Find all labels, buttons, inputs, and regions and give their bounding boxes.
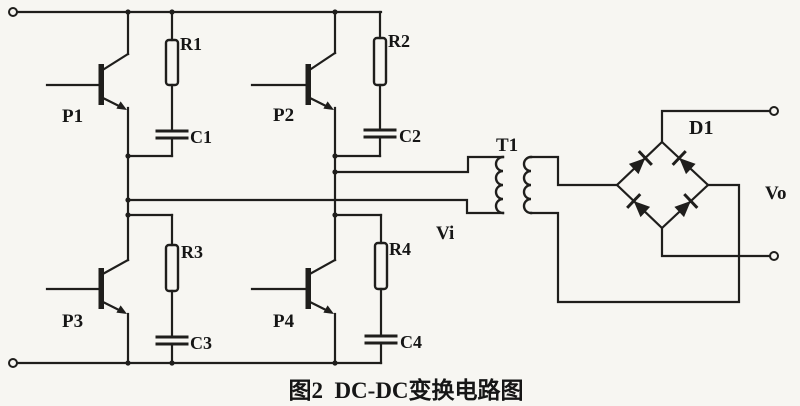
p2-collector [306, 51, 337, 73]
r2-label: R2 [388, 31, 410, 51]
input-terminal-top [8, 7, 18, 17]
output-wire-top [660, 106, 779, 144]
transistor-p2: P2 [250, 51, 337, 126]
p3-label: P3 [62, 311, 83, 332]
transistor-p1: P1 [45, 52, 130, 127]
p3-emitter-arrow [116, 305, 127, 314]
secondary-wire-upper [529, 155, 619, 187]
t1-primary-winding [494, 155, 505, 215]
diode-lower-right [674, 193, 699, 218]
figure-caption: 图2 DC-DC变换电路图 [288, 377, 523, 403]
output-voltage-label: Vo [765, 183, 786, 204]
resistor-r2 [372, 36, 388, 87]
r4-label: R4 [389, 239, 411, 259]
p4-collector [306, 258, 337, 277]
p4-emitter-arrow [323, 305, 334, 314]
p1-collector [99, 52, 130, 73]
primary-wire-upper [333, 155, 505, 174]
bridge-diamond [615, 140, 710, 230]
p4-base-bar [305, 268, 311, 309]
primary-wire-lower [126, 198, 505, 215]
c4-label: C4 [400, 332, 422, 352]
snubber-r2c2: R2 C2 [333, 10, 421, 158]
p2-label: P2 [273, 105, 294, 126]
diode-upper-left [628, 150, 653, 175]
secondary-wire-lower [529, 183, 741, 304]
output-wire-bottom [660, 226, 779, 261]
transformer-t1: T1 [494, 135, 533, 215]
p1-label: P1 [62, 106, 83, 127]
p1-base-bar [98, 64, 104, 105]
transistor-p3: P3 [45, 258, 130, 332]
c1-label: C1 [190, 127, 212, 147]
output-terminal-bottom [769, 251, 779, 261]
junction-dots [125, 9, 338, 366]
diode-bridge-d1: D1 [615, 117, 713, 230]
diode-upper-right [671, 150, 696, 175]
snubber-r3c3: R3 C3 [126, 213, 212, 365]
d1-label: D1 [689, 117, 713, 139]
t1-label: T1 [496, 135, 518, 156]
p2-base-bar [305, 64, 311, 105]
resistor-r3 [164, 243, 180, 293]
c2-label: C2 [399, 126, 421, 146]
bottom-supply-rail [8, 358, 383, 368]
r1-label: R1 [180, 34, 202, 54]
t1-secondary-winding [522, 155, 533, 215]
output-terminal-top [769, 106, 779, 116]
r3-label: R3 [181, 242, 203, 262]
input-terminal-bottom [8, 358, 18, 368]
p3-collector [99, 258, 130, 277]
p3-base-bar [98, 268, 104, 309]
resistor-r1 [164, 38, 180, 87]
transistor-p4: P4 [250, 258, 337, 332]
top-supply-rail [8, 7, 383, 17]
input-voltage-label: Vi [436, 223, 454, 244]
p2-emitter-arrow [323, 101, 334, 110]
diode-lower-left [626, 193, 651, 218]
snubber-r1c1: R1 C1 [126, 10, 212, 158]
resistor-r4 [373, 241, 389, 291]
c3-label: C3 [190, 333, 212, 353]
p4-label: P4 [273, 311, 295, 332]
snubber-r4c4: R4 C4 [333, 213, 422, 365]
p1-emitter-arrow [116, 101, 127, 110]
